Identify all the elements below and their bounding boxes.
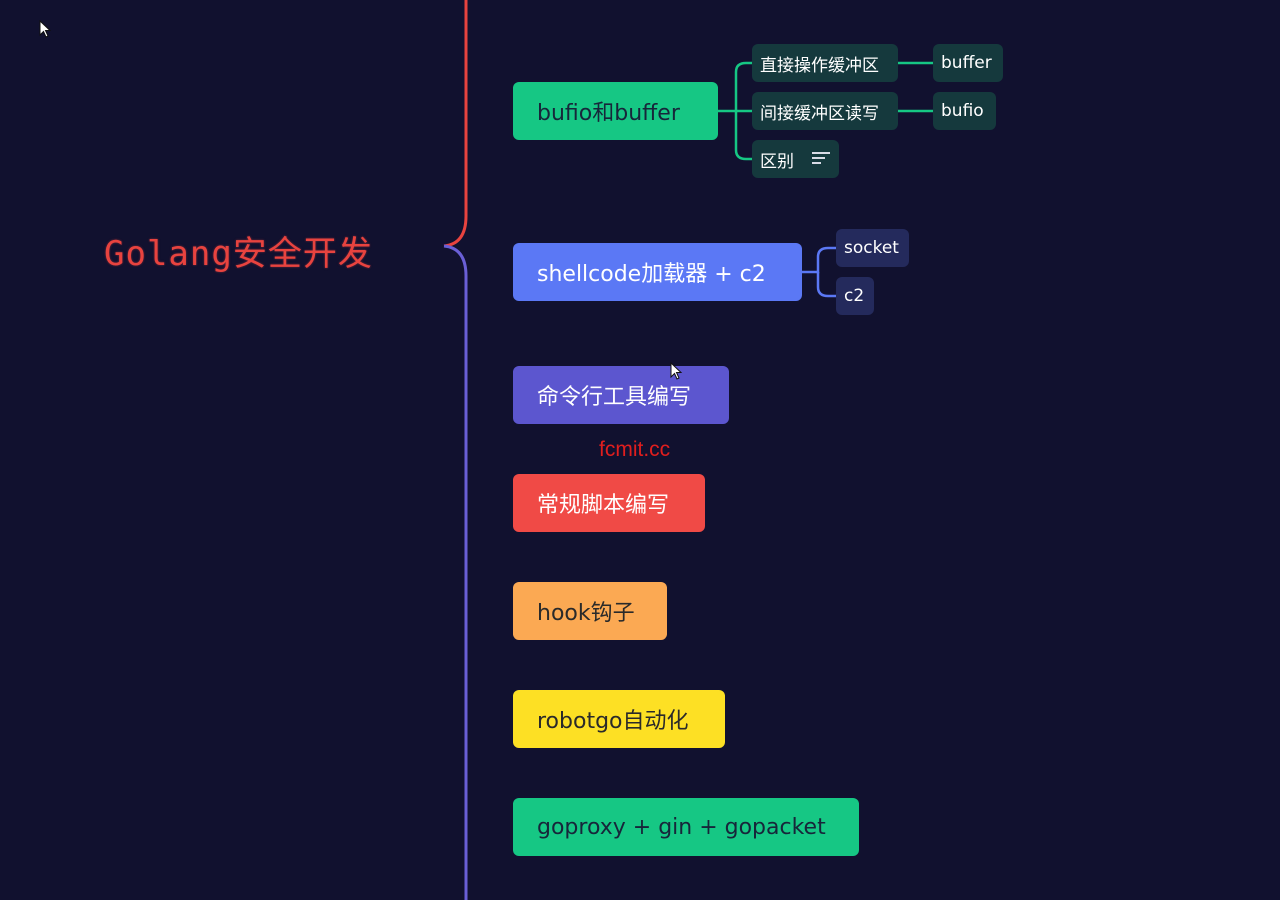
- branch-robotgo[interactable]: robotgo自动化: [513, 690, 725, 748]
- branch-label: 命令行工具编写: [537, 385, 692, 410]
- subtopic-label: 区别: [760, 151, 794, 172]
- subtopic-c2[interactable]: c2: [836, 277, 874, 315]
- subtopic-direct-buffer-ops[interactable]: 直接操作缓冲区: [752, 44, 898, 82]
- branch-shellcode-loader[interactable]: shellcode加载器 + c2: [513, 243, 802, 301]
- subtopic-label: c2: [844, 286, 865, 306]
- mouse-cursor-icon: [39, 20, 52, 38]
- branch-hook[interactable]: hook钩子: [513, 582, 667, 640]
- subtopic-bufio[interactable]: bufio: [933, 92, 996, 130]
- subtopic-label: buffer: [941, 53, 992, 73]
- branch-goproxy-gin-gopacket[interactable]: goproxy + gin + gopacket: [513, 798, 859, 856]
- branch-cli-tools[interactable]: 命令行工具编写: [513, 366, 729, 424]
- bufio-link-1: [718, 61, 752, 113]
- subtopic-label: 间接缓冲区读写: [760, 103, 879, 124]
- branch-label: robotgo自动化: [537, 709, 689, 734]
- root-topic-title[interactable]: Golang安全开发: [104, 234, 373, 274]
- subtopic-buffer[interactable]: buffer: [933, 44, 1003, 82]
- bracket-bottom: [443, 244, 468, 900]
- notes-icon[interactable]: [812, 152, 830, 166]
- subtopic-difference[interactable]: 区别: [752, 140, 839, 178]
- branch-label: shellcode加载器 + c2: [537, 262, 766, 287]
- branch-regular-scripts[interactable]: 常规脚本编写: [513, 474, 705, 532]
- bufio-link-3: [734, 111, 752, 161]
- branch-label: goproxy + gin + gopacket: [537, 814, 826, 840]
- branch-label: hook钩子: [537, 601, 635, 626]
- subtopic-label: bufio: [941, 101, 984, 121]
- branch-bufio-buffer[interactable]: bufio和buffer: [513, 82, 718, 140]
- watermark-text: fcmit.cc: [599, 438, 671, 461]
- subtopic-label: socket: [844, 238, 899, 258]
- branch-label: bufio和buffer: [537, 101, 680, 126]
- subtopic-indirect-buffer-rw[interactable]: 间接缓冲区读写: [752, 92, 898, 130]
- shellcode-link-1: [802, 246, 836, 274]
- mouse-cursor-icon: [670, 362, 683, 380]
- branch-label: 常规脚本编写: [537, 493, 670, 518]
- shellcode-link-2: [816, 272, 836, 298]
- bracket-top: [443, 0, 468, 248]
- subtopic-label: 直接操作缓冲区: [760, 55, 879, 76]
- subtopic-socket[interactable]: socket: [836, 229, 909, 267]
